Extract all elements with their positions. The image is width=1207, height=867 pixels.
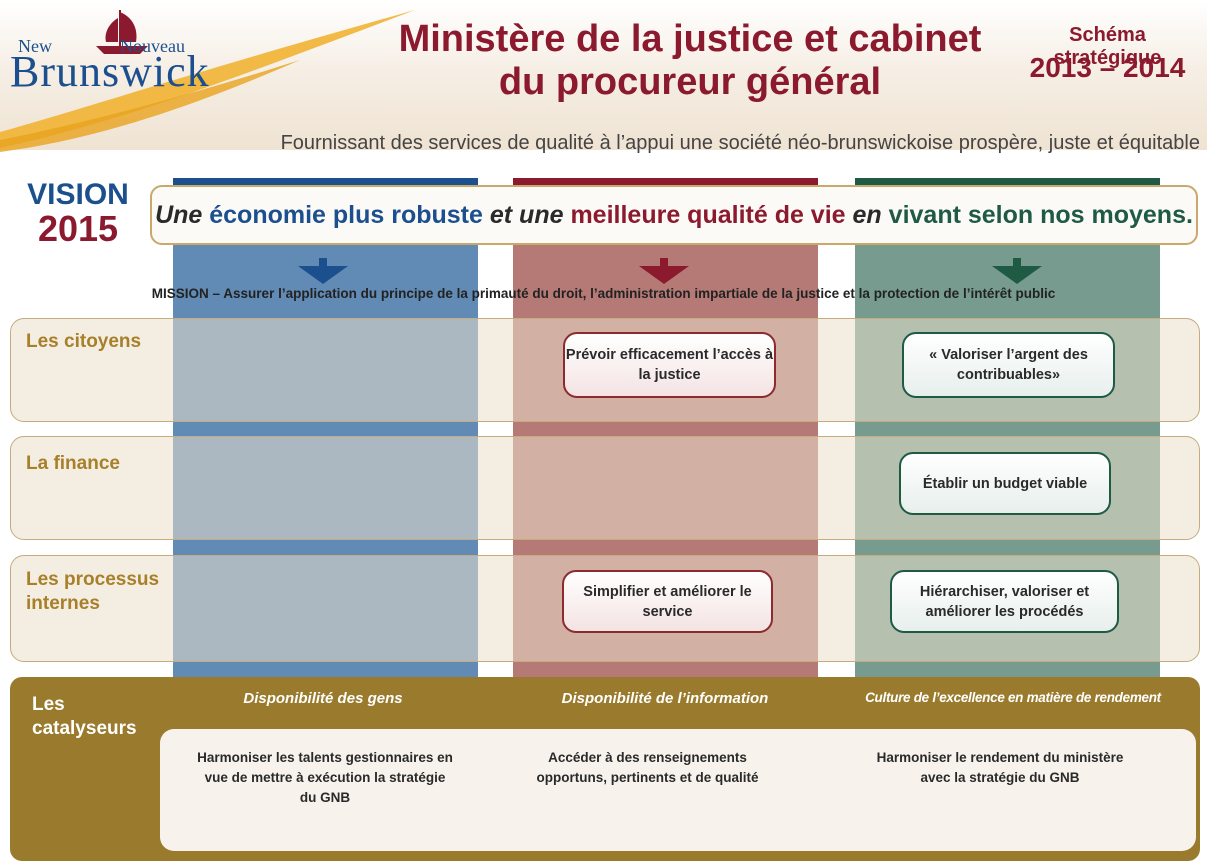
logo-text-new: New (18, 36, 52, 56)
gold-swoosh-decoration (0, 10, 415, 152)
enablers-label: Les catalyseurs (32, 694, 137, 739)
vision-part-6: vivant selon nos moyens. (888, 200, 1193, 229)
arrow-down-green-icon (992, 258, 1042, 284)
mission-statement: MISSION – Assurer l’application du princ… (151, 286, 1056, 301)
objective-value-money: « Valoriser l’argent des contribuables» (902, 332, 1115, 398)
ship-icon (96, 10, 148, 54)
enabler-heading-information: Disponibilité de l’information (561, 690, 769, 707)
objective-simplify-service: Simplifier et améliorer le service (562, 570, 773, 633)
enabler-text-information: Accéder à des renseignements opportuns, … (536, 750, 759, 785)
vision-word: VISION (27, 178, 129, 211)
new-brunswick-logo (10, 8, 250, 98)
vision-part-1: Une (155, 200, 203, 229)
column-green-top-bar (855, 178, 1160, 186)
schema-years: 2013 – 2014 (1029, 52, 1186, 83)
enabler-text-people: Harmoniser les talents gestionnaires en … (197, 750, 453, 805)
objective-viable-budget: Établir un budget viable (899, 452, 1111, 515)
vision-year: 2015 (37, 208, 119, 249)
schema-label: Schéma stratégique (1053, 24, 1162, 69)
vision-part-4: meilleure qualité de vie (570, 200, 846, 229)
row-label-citizens: Les citoyens (26, 331, 142, 352)
vision-statement: Une économie plus robuste et une meilleu… (150, 185, 1198, 245)
arrow-down-red-icon (639, 258, 689, 284)
row-label-internal-processes: Les processus internes (26, 569, 160, 614)
column-blue-top-bar (173, 178, 478, 186)
enabler-heading-people: Disponibilité des gens (243, 690, 403, 707)
vision-part-3: et une (489, 200, 564, 229)
column-red-top-bar (513, 178, 818, 186)
vision-part-2: économie plus robuste (209, 200, 483, 229)
page-title: Ministère de la justice et cabinet du pr… (398, 18, 982, 103)
arrow-down-blue-icon (298, 258, 348, 284)
enablers-content-box (160, 729, 1196, 851)
tagline: Fournissant des services de qualité à l’… (280, 132, 1200, 154)
vision-part-5: en (852, 200, 882, 229)
objective-access-justice: Prévoir efficacement l’accès à la justic… (563, 332, 776, 398)
logo-text-brunswick: Brunswick (10, 47, 210, 96)
enabler-heading-culture: Culture de l’excellence en matière de re… (865, 690, 1161, 705)
objective-prioritize-processes: Hiérarchiser, valoriser et améliorer les… (890, 570, 1119, 633)
row-label-finance: La finance (26, 453, 120, 474)
logo-text-nouveau: Nouveau (120, 36, 185, 56)
enabler-text-culture: Harmoniser le rendement du ministère ave… (876, 750, 1124, 785)
